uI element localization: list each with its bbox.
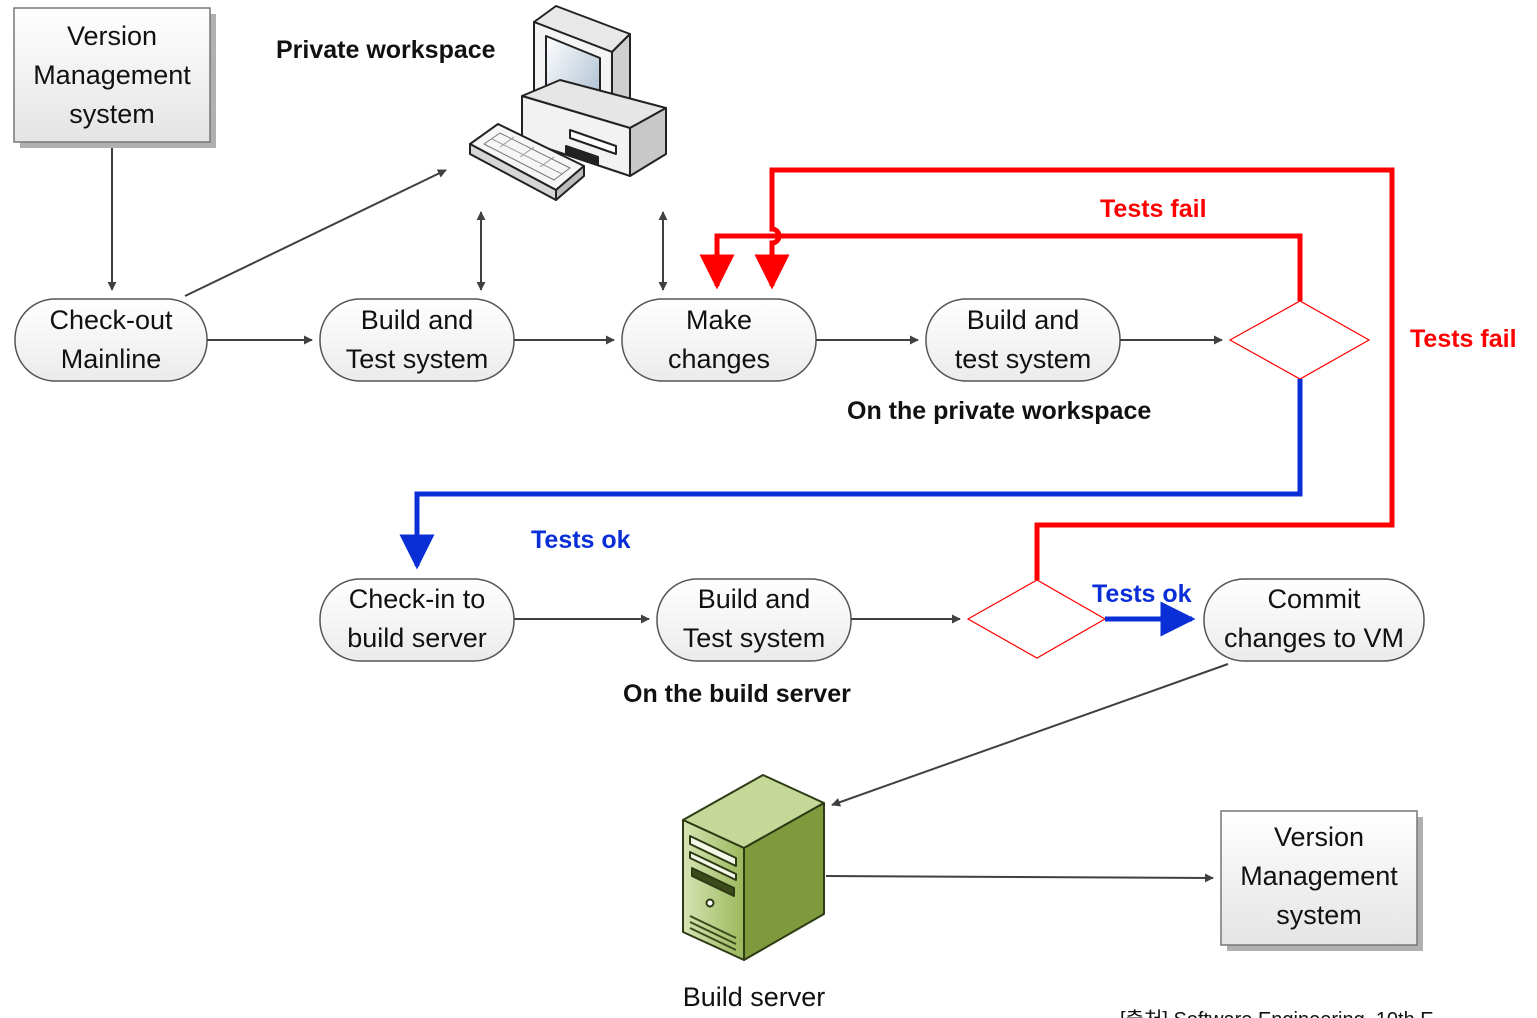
tests-fail-label-2: Tests fail [1410,325,1517,353]
server-tower-icon [682,774,825,961]
decision-diamond-top [1228,300,1371,380]
commit-line2: changes to VM [1224,623,1404,653]
fail-path-outer [754,167,1395,580]
decision-diamond-bottom [966,579,1107,659]
source-citation: [출처] Software Engineering, 10th E [1120,1008,1434,1018]
checkout-line1: Check-out [49,305,173,335]
node-build-test-1: Build and Test system [319,298,515,382]
node-commit-changes: Commit changes to VM [1203,578,1425,662]
build-test-3-line2: Test system [683,623,826,653]
fail-paths [699,167,1395,580]
fail-path-inner [699,233,1303,301]
on-build-server-label: On the build server [623,680,851,708]
arrow-server-to-vm [825,873,1214,883]
ok-paths [399,379,1303,637]
gray-arrows [107,148,1229,883]
ok-path-to-checkin [399,379,1303,570]
tests-fail-label-1: Tests fail [1100,195,1207,223]
tests-ok-label-2: Tests ok [1092,580,1192,608]
vm-bottom-line2: Management [1240,861,1398,891]
node-make-changes: Make changes [621,298,817,382]
node-build-test-3: Build and Test system [656,578,852,662]
checkin-line2: build server [347,623,487,653]
vm-top-line1: Version [67,21,157,51]
node-checkin-build-server: Check-in to build server [319,578,515,662]
vm-bottom-line3: system [1276,900,1362,930]
arrow-checkout-to-workspace [184,169,447,297]
arrow-commit-to-server [831,663,1229,807]
build-test-2-line1: Build and [967,305,1080,335]
tests-ok-label-1: Tests ok [531,526,631,554]
checkin-line1: Check-in to [349,584,486,614]
desktop-computer-icon [469,5,667,201]
make-changes-line1: Make [686,305,752,335]
node-build-test-2: Build and test system [925,298,1121,382]
build-test-1-line2: Test system [346,344,489,374]
vm-top-line3: system [69,99,155,129]
commit-line1: Commit [1268,584,1361,614]
private-workspace-label: Private workspace [276,36,496,64]
version-management-top: Version Management system [13,7,216,148]
on-private-workspace-label: On the private workspace [847,397,1151,425]
vm-bottom-line1: Version [1274,822,1364,852]
checkout-line2: Mainline [61,344,162,374]
build-server-label: Build server [683,982,826,1012]
make-changes-line2: changes [668,344,770,374]
version-management-bottom: Version Management system [1220,810,1423,951]
build-test-1-line1: Build and [361,305,474,335]
build-test-2-line2: test system [955,344,1092,374]
build-test-3-line1: Build and [698,584,811,614]
node-checkout-mainline: Check-out Mainline [14,298,208,382]
vm-top-line2: Management [33,60,191,90]
